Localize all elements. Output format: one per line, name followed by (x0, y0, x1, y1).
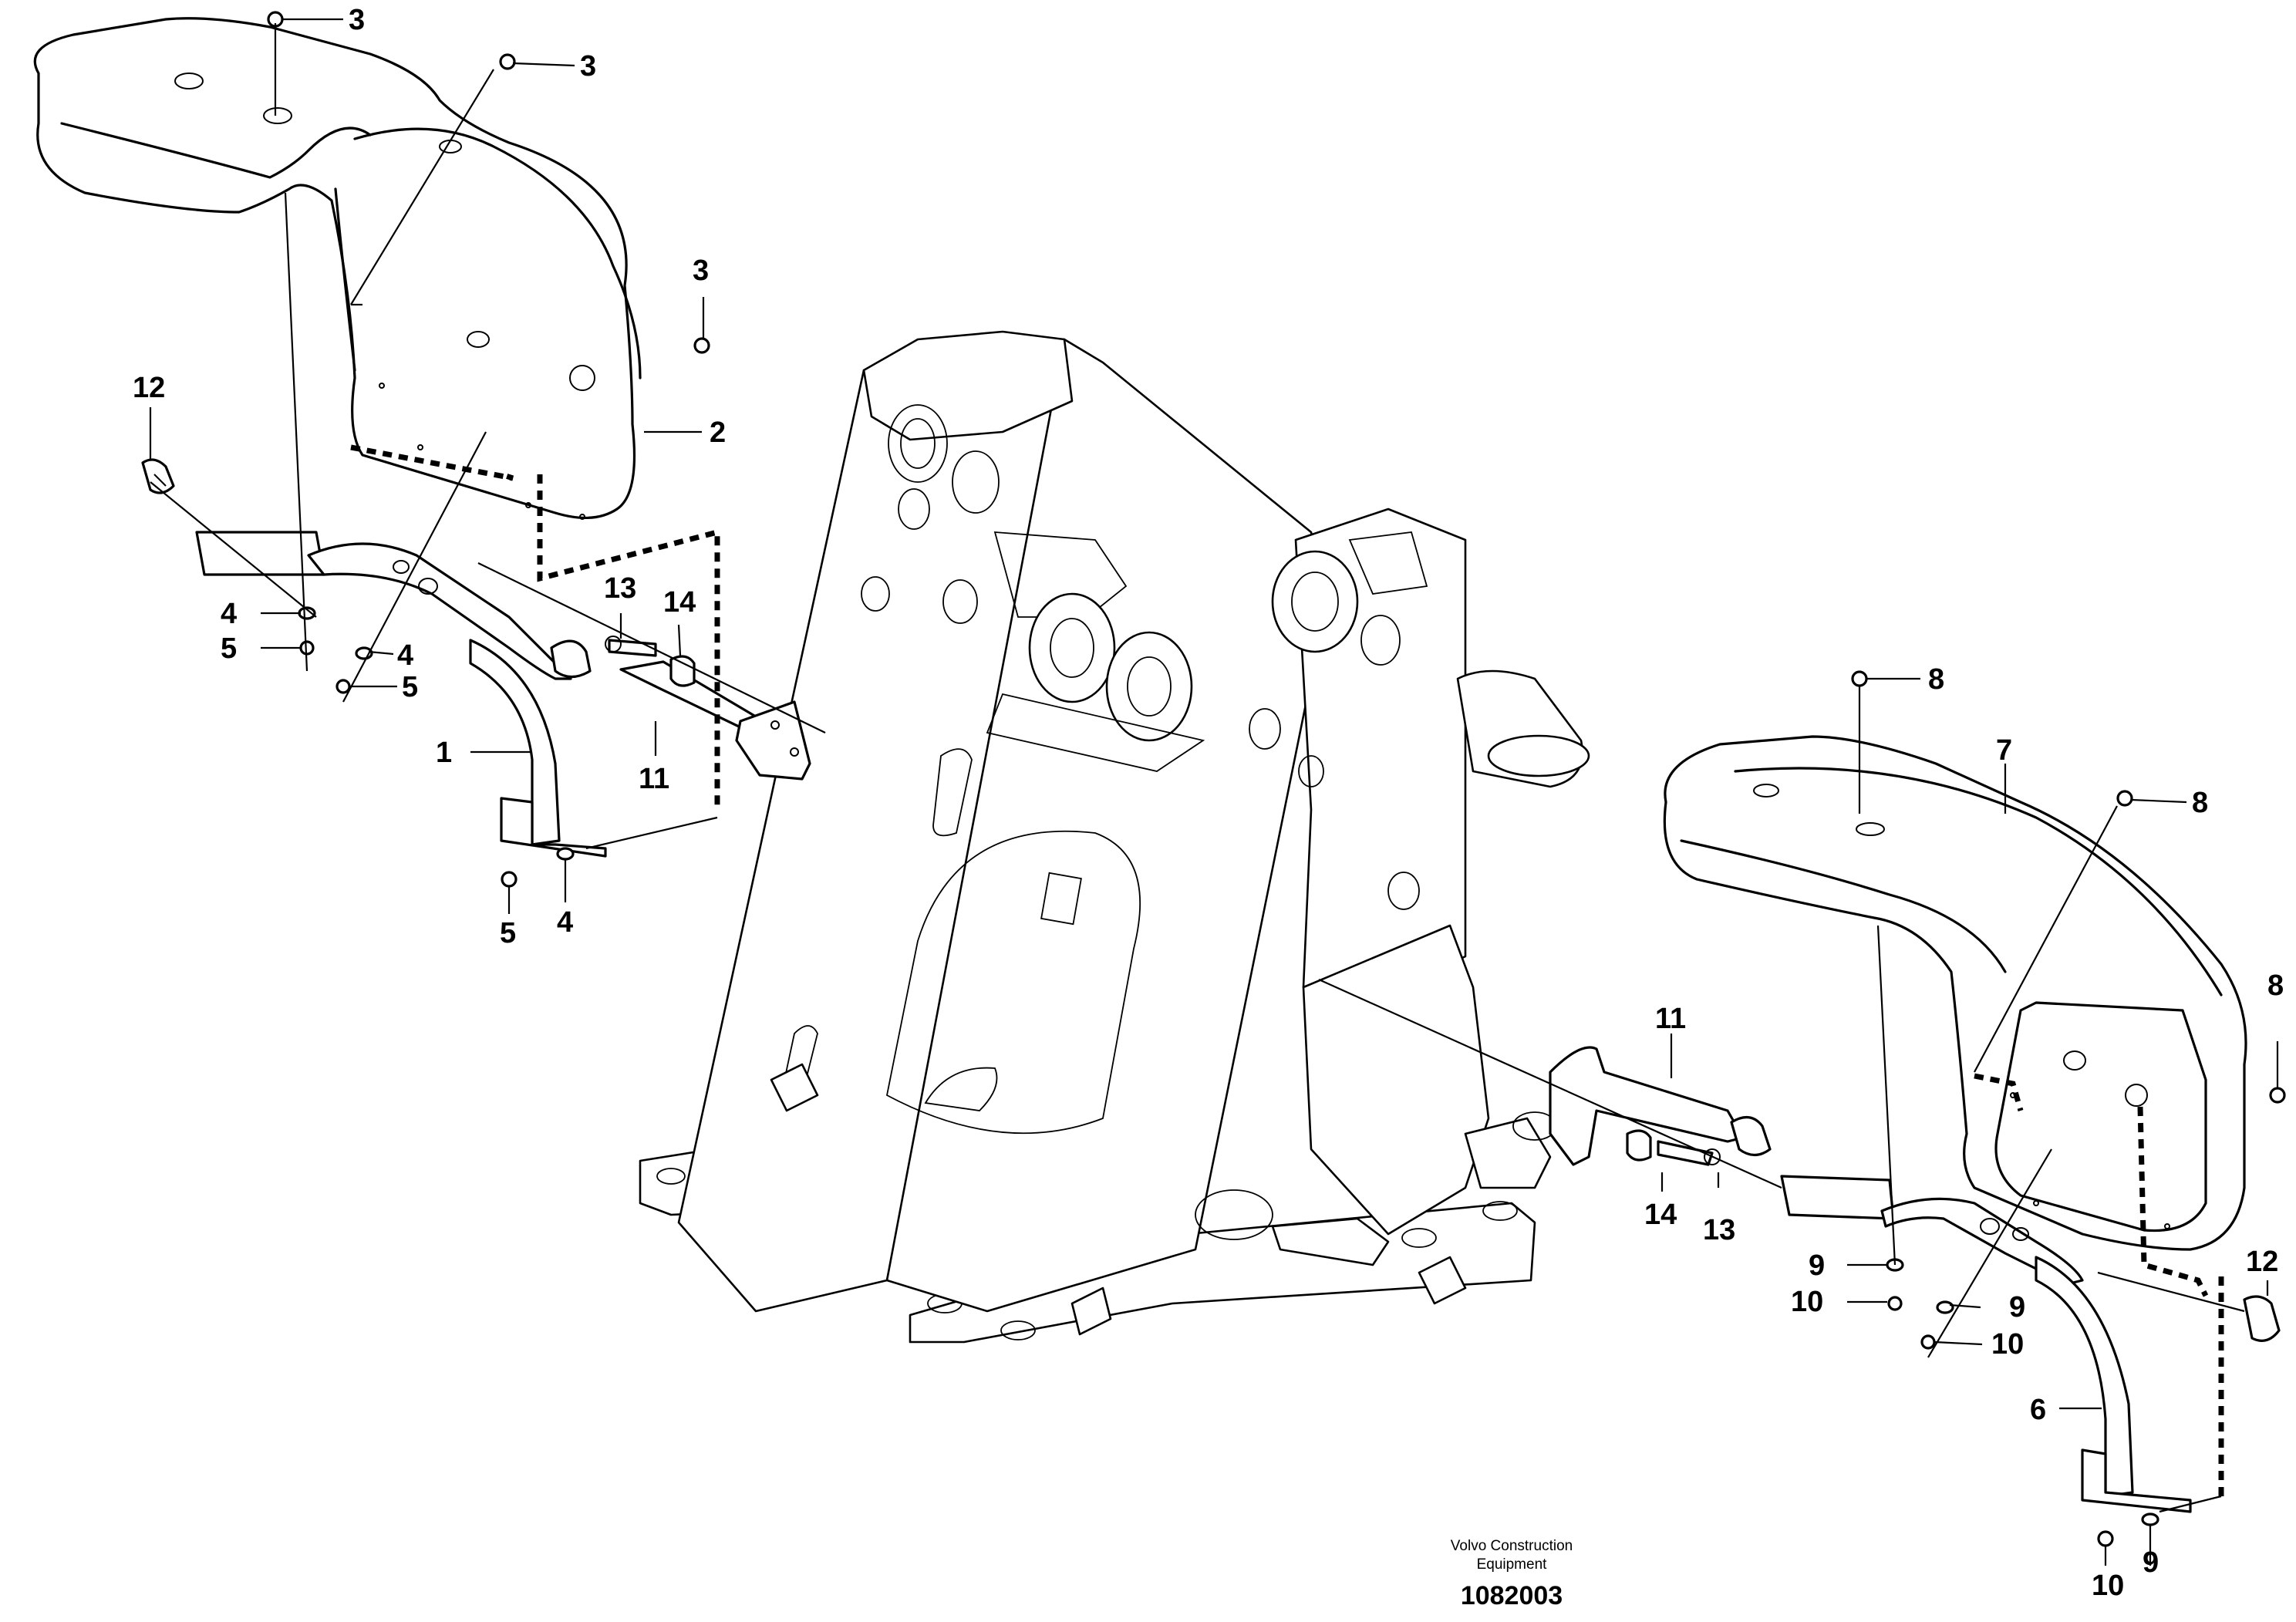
callout-right-nut-c: 10 (2092, 1570, 2124, 1602)
callout-left-washer-a: 4 (221, 598, 237, 630)
callout-left-nut-a: 5 (221, 632, 237, 665)
left-fender (33, 17, 642, 520)
hardware-fasteners (267, 11, 2286, 1547)
credit-line-1: Volvo Construction (1451, 1538, 1573, 1554)
drawing-credit-block: Volvo Construction Equipment 1082003 (1451, 1538, 1573, 1610)
right-marker-lamp (2243, 1295, 2281, 1342)
callout-right-nut-b: 10 (1991, 1328, 2024, 1361)
callout-left-washer-b: 4 (397, 639, 413, 672)
left-fender-bracket (195, 531, 607, 858)
callout-right-washer-b: 9 (2009, 1291, 2025, 1324)
callout-right-bolt-side: 8 (2267, 969, 2284, 1002)
callout-left-bolt-mid: 3 (580, 50, 596, 83)
callout-labels: 3 3 3 2 12 4 5 4 5 1 5 4 13 14 11 8 7 8 … (133, 4, 2284, 1602)
right-fender-bracket (1780, 1175, 2192, 1513)
drawing-number: 1082003 (1461, 1581, 1563, 1610)
callout-left-screw: 13 (604, 572, 636, 605)
callout-right-lamp: 12 (2246, 1246, 2278, 1278)
callout-right-arm: 11 (1655, 1003, 1686, 1035)
callout-left-bracket: 1 (436, 737, 452, 769)
callout-right-bolt-top: 8 (1928, 663, 1944, 696)
right-support-arm (1549, 1046, 1772, 1166)
callout-right-fender: 7 (1996, 734, 2012, 767)
callout-left-nut-b: 5 (402, 671, 418, 703)
callout-left-bolt-top: 3 (349, 4, 365, 36)
callout-right-bracket: 6 (2030, 1394, 2046, 1426)
callout-left-lamp: 12 (133, 372, 165, 404)
callout-right-screw: 13 (1703, 1214, 1735, 1246)
credit-line-2: Equipment (1477, 1556, 1548, 1573)
front-frame-assembly (639, 330, 1590, 1344)
callout-left-washer-c: 4 (557, 906, 573, 939)
callout-left-bolt-side: 3 (693, 255, 709, 287)
callout-left-fender: 2 (710, 416, 726, 449)
callout-left-arm: 11 (639, 763, 669, 795)
callout-right-spacer: 14 (1644, 1199, 1677, 1231)
left-marker-lamp (141, 458, 175, 494)
right-fender (1663, 735, 2247, 1251)
left-support-arm (550, 636, 811, 781)
callout-right-bolt-mid: 8 (2192, 787, 2208, 819)
callout-right-washer-c: 9 (2143, 1546, 2159, 1579)
callout-left-nut-c: 5 (500, 917, 516, 949)
callout-leaders (149, 18, 2279, 1566)
callout-left-spacer: 14 (663, 586, 696, 619)
assembly-lines (150, 23, 2245, 1513)
callout-right-nut-a: 10 (1791, 1286, 1823, 1318)
callout-right-washer-a: 9 (1809, 1249, 1825, 1282)
